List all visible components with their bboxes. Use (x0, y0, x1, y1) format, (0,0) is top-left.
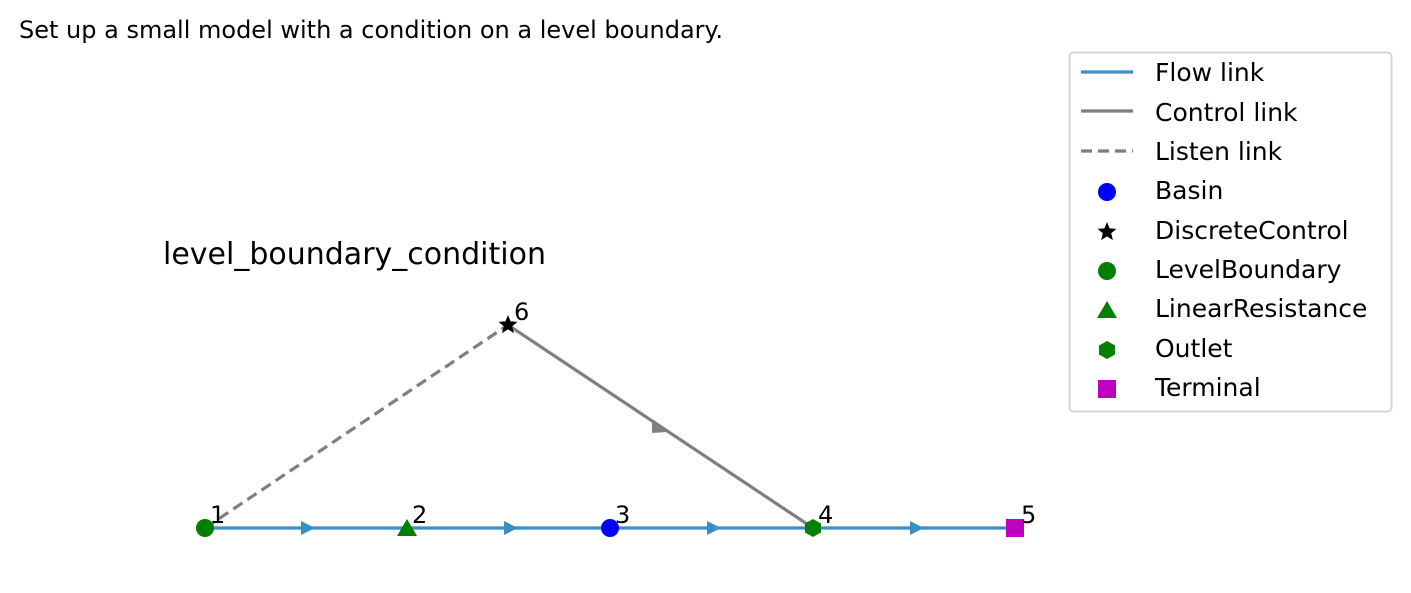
legend-label: LevelBoundary (1155, 255, 1342, 284)
node-3-basin (601, 519, 619, 537)
black-star-icon (1097, 222, 1117, 241)
flow-arrow-icon (301, 521, 315, 535)
graph-title: level_boundary_condition (163, 237, 546, 272)
blue-circle-icon (1098, 183, 1116, 201)
green-hexagon-icon (1099, 341, 1115, 359)
node-5-terminal (1006, 519, 1024, 537)
flow-arrow-icon (707, 521, 721, 535)
green-circle-icon (1098, 262, 1116, 280)
node-4-outlet (805, 519, 821, 537)
node-1-level-boundary (196, 519, 214, 537)
node-label: 2 (412, 501, 427, 529)
legend-label: Listen link (1155, 137, 1283, 166)
node-6-discrete-control (498, 315, 518, 334)
node-label: 5 (1021, 501, 1036, 529)
legend-label: Flow link (1155, 58, 1265, 87)
legend-label: Terminal (1154, 373, 1261, 402)
control-link-6-4 (507, 323, 814, 530)
legend-label: Basin (1155, 176, 1223, 205)
node-label: 4 (818, 501, 833, 529)
legend-label: Outlet (1155, 334, 1233, 363)
legend: Flow link Control link Listen link Basin… (1068, 51, 1393, 413)
legend-label: LinearResistance (1155, 294, 1367, 323)
flow-arrow-icon (504, 521, 518, 535)
node-label: 3 (615, 501, 630, 529)
legend-frame (1068, 51, 1393, 413)
legend-label: DiscreteControl (1155, 216, 1349, 245)
green-triangle-icon (1097, 301, 1117, 318)
node-2-linear-resistance (397, 519, 417, 536)
node-label: 6 (514, 298, 529, 326)
caption: Set up a small model with a condition on… (19, 16, 723, 44)
node-label: 1 (210, 501, 225, 529)
magenta-square-icon (1098, 380, 1116, 398)
flow-arrow-icon (910, 521, 924, 535)
legend-label: Control link (1155, 98, 1298, 127)
control-link-arrow-icon (652, 420, 667, 433)
listen-link-1-6 (204, 323, 509, 530)
